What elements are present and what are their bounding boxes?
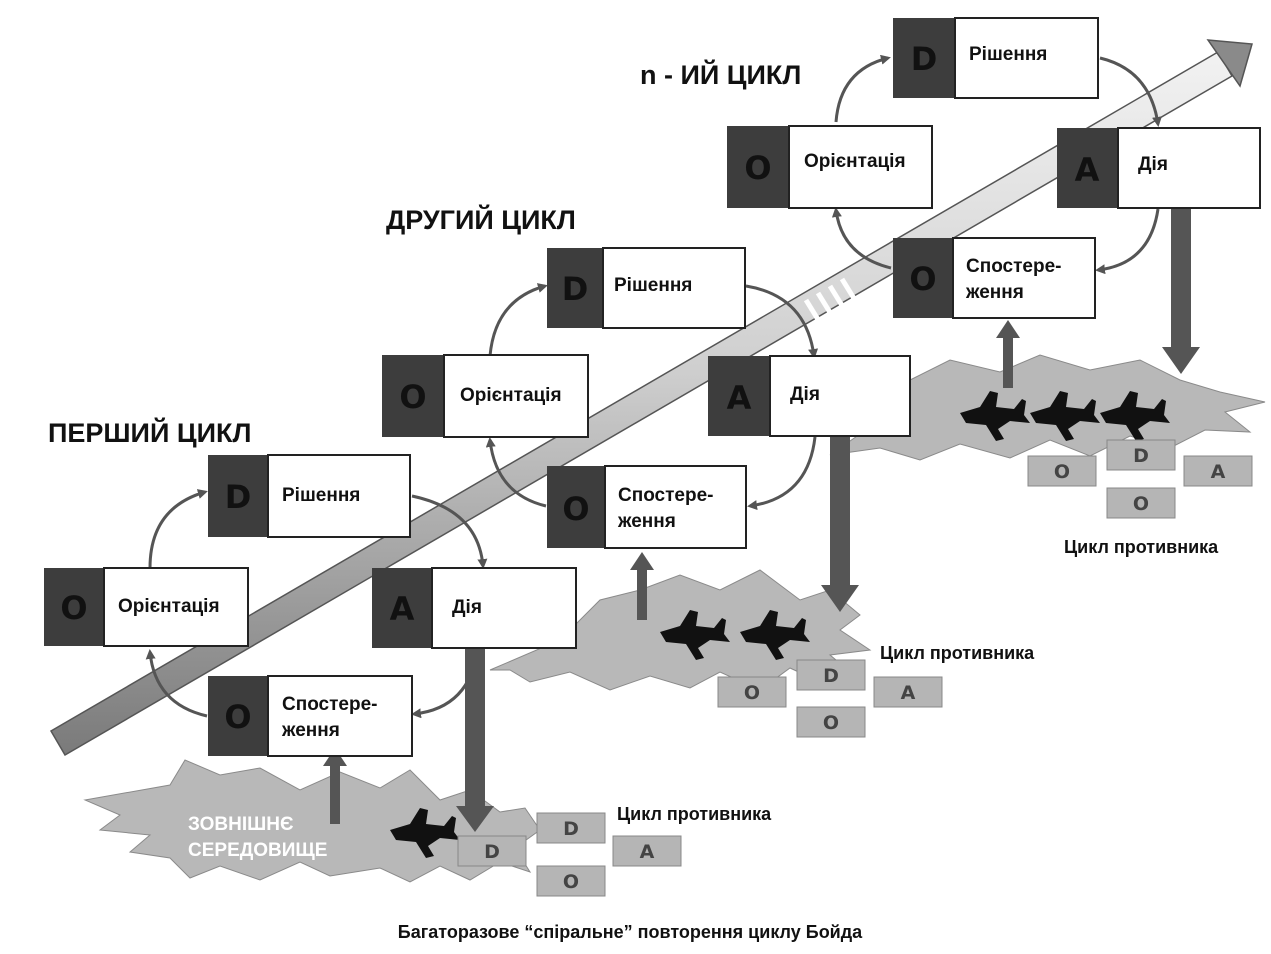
block-label: Рішення <box>969 44 1047 65</box>
block-letter: O <box>224 698 251 736</box>
block-letter: D <box>911 40 938 78</box>
block-letter: O <box>60 589 87 627</box>
mini-box-letter: O <box>563 871 579 893</box>
block-label: Спостере- <box>966 256 1062 277</box>
adversary-3-label: Цикл противника <box>1064 537 1219 557</box>
block-label: ження <box>965 282 1024 303</box>
block-label: Орієнтація <box>804 151 906 172</box>
block-label: Рішення <box>614 275 692 296</box>
environment-label: ЗОВНІШНЄ <box>188 814 294 835</box>
aircraft-icon <box>1100 391 1170 441</box>
adversary-2-label: Цикл противника <box>880 643 1035 663</box>
aircraft-icon <box>390 808 460 858</box>
spiral-gap <box>803 277 861 328</box>
block-letter: A <box>390 590 415 628</box>
block-label: Дія <box>452 597 482 618</box>
mini-box-letter: O <box>744 682 760 704</box>
block-observation: O Спостере- ження <box>893 237 1096 319</box>
mini-box-letter: A <box>901 682 916 704</box>
block-action: A Дія <box>1057 127 1261 209</box>
block-decision: D Рішення <box>208 454 411 538</box>
block-letter: O <box>909 260 936 298</box>
environment-label: СЕРЕДОВИЩЕ <box>188 840 327 861</box>
block-label: Дія <box>790 384 820 405</box>
mini-box-letter: D <box>823 665 839 687</box>
block-decision: D Рішення <box>547 247 746 329</box>
mini-box-letter: D <box>563 818 579 840</box>
aircraft-icon <box>1030 391 1100 441</box>
aircraft-icon <box>960 391 1030 441</box>
mini-box-letter: A <box>1211 461 1226 483</box>
block-observation: O Спостере- ження <box>547 465 747 549</box>
block-observation: O Спостере- ження <box>208 675 413 757</box>
aircraft-icon <box>740 610 810 660</box>
block-orientation: O Орієнтація <box>44 567 249 647</box>
block-letter: A <box>727 379 752 417</box>
figure-caption: Багаторазове “спіральне” повторення цикл… <box>398 922 863 942</box>
block-action: A Дія <box>372 567 577 649</box>
cycle-1-title: ПЕРШИЙ ЦИКЛ <box>48 417 251 448</box>
block-letter: O <box>744 149 771 187</box>
aircraft-icon <box>660 610 730 660</box>
block-letter: D <box>225 478 252 516</box>
block-label: ження <box>281 720 340 741</box>
block-label: Спостере- <box>618 485 714 506</box>
clouds-layer <box>83 354 1266 883</box>
cycle-2-blocks: O Орієнтація D Рішення A Дія O Спостере-… <box>382 247 911 549</box>
block-letter: A <box>1075 151 1100 189</box>
block-action: A Дія <box>708 355 911 437</box>
adversary-1-mini: D D A O <box>457 812 682 897</box>
mini-box-letter: O <box>823 712 839 734</box>
adversary-1-label: Цикл противника <box>617 804 772 824</box>
block-label: Спостере- <box>282 694 378 715</box>
mini-box-letter: D <box>1133 445 1149 467</box>
block-label: Орієнтація <box>118 596 220 617</box>
spiral-arrow <box>49 39 1253 757</box>
block-decision: D Рішення <box>893 17 1099 99</box>
block-letter: D <box>562 270 589 308</box>
mini-box-letter: D <box>484 841 500 863</box>
vertical-arrows <box>323 209 1200 832</box>
cycle-n-blocks: O Орієнтація D Рішення A Дія O Спостере-… <box>727 17 1261 319</box>
aircraft-layer <box>390 391 1170 858</box>
mini-box-letter: O <box>1133 493 1149 515</box>
block-label: Дія <box>1138 154 1168 175</box>
block-label: Рішення <box>282 485 360 506</box>
mini-box-letter: O <box>1054 461 1070 483</box>
block-letter: O <box>562 490 589 528</box>
block-orientation: O Орієнтація <box>727 125 933 209</box>
cycle-1-blocks: O Орієнтація D Рішення A Дія O Спостере-… <box>44 454 577 757</box>
cycle-n-title: n - ИЙ ЦИКЛ <box>640 59 801 90</box>
adversary-cloud-3 <box>829 354 1266 461</box>
adversary-mini-boxes: D D A O D O A O D O A O <box>457 439 1253 897</box>
mini-box-letter: A <box>640 841 655 863</box>
block-label: Орієнтація <box>460 385 562 406</box>
cycle-2-title: ДРУГИЙ ЦИКЛ <box>386 204 576 235</box>
adversary-2-mini: D O A O <box>717 659 943 738</box>
block-label: ження <box>617 511 676 532</box>
adversary-3-mini: D O A O <box>1027 439 1253 519</box>
block-orientation: O Орієнтація <box>382 354 589 438</box>
block-letter: O <box>399 378 426 416</box>
